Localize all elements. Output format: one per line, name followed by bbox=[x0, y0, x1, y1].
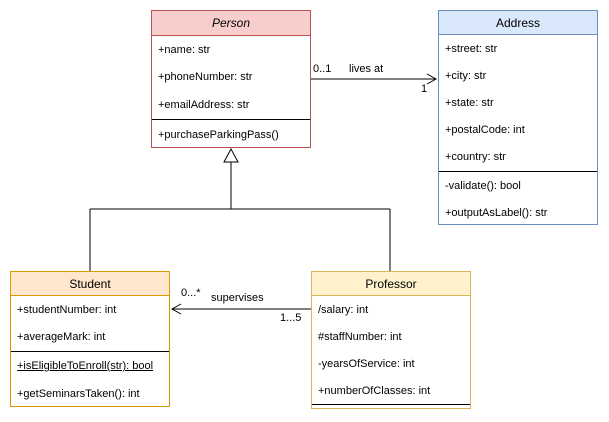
inheritance-triangle-icon bbox=[223, 147, 239, 163]
multiplicity-label: 0..1 bbox=[313, 63, 332, 75]
attribute: /salary: int bbox=[318, 303, 369, 316]
attribute: +name: str bbox=[158, 43, 211, 56]
class-box-person[interactable]: Person +name: str +phoneNumber: str +ema… bbox=[151, 10, 311, 148]
attribute: -yearsOfService: int bbox=[318, 357, 415, 370]
class-box-student[interactable]: Student +studentNumber: int +averageMark… bbox=[10, 271, 170, 407]
methods-section: +isEligibleToEnroll(str): bool +getSemin… bbox=[11, 351, 169, 408]
multiplicity-label: 1...5 bbox=[280, 312, 302, 324]
attribute: #staffNumber: int bbox=[318, 330, 402, 343]
lives-at-edge bbox=[311, 73, 438, 85]
method: +getSeminarsTaken(): int bbox=[17, 388, 140, 400]
attributes-section: /salary: int #staffNumber: int -yearsOfS… bbox=[312, 296, 470, 404]
method: +purchaseParkingPass() bbox=[158, 128, 279, 141]
open-arrowhead-icon bbox=[170, 303, 182, 315]
class-title-address: Address bbox=[439, 11, 597, 35]
class-box-address[interactable]: Address +street: str +city: str +state: … bbox=[438, 10, 598, 225]
method: +outputAsLabel(): str bbox=[445, 206, 548, 219]
supervises-edge bbox=[170, 303, 311, 315]
attribute: +state: str bbox=[445, 96, 494, 109]
attribute: +postalCode: int bbox=[445, 124, 525, 137]
attribute: +city: str bbox=[445, 69, 487, 82]
static-method: +isEligibleToEnroll(str): bool bbox=[17, 360, 154, 372]
attribute: +averageMark: int bbox=[17, 331, 106, 344]
class-title-professor: Professor bbox=[312, 272, 470, 296]
methods-section: -validate(): bool +outputAsLabel(): str bbox=[439, 171, 597, 226]
method: -validate(): bool bbox=[445, 179, 521, 192]
attribute: +emailAddress: str bbox=[158, 99, 250, 112]
generalization-edge bbox=[89, 147, 391, 271]
multiplicity-label: 0...* bbox=[181, 287, 201, 299]
association-label-supervises: supervises bbox=[211, 292, 264, 304]
attribute: +studentNumber: int bbox=[17, 303, 117, 316]
methods-section-empty bbox=[312, 404, 470, 409]
attribute: +numberOfClasses: int bbox=[318, 384, 431, 397]
open-arrowhead-icon bbox=[426, 73, 438, 85]
attributes-section: +street: str +city: str +state: str +pos… bbox=[439, 35, 597, 171]
multiplicity-label: 1 bbox=[421, 83, 428, 95]
attributes-section: +name: str +phoneNumber: str +emailAddre… bbox=[152, 36, 310, 119]
attribute: +phoneNumber: str bbox=[158, 71, 253, 84]
methods-section: +purchaseParkingPass() bbox=[152, 119, 310, 149]
association-label-lives-at: lives at bbox=[349, 63, 384, 75]
attribute: +country: str bbox=[445, 151, 506, 164]
class-title-person: Person bbox=[152, 11, 310, 36]
attributes-section: +studentNumber: int +averageMark: int bbox=[11, 296, 169, 351]
class-box-professor[interactable]: Professor /salary: int #staffNumber: int… bbox=[311, 271, 471, 409]
class-title-student: Student bbox=[11, 272, 169, 296]
attribute: +street: str bbox=[445, 42, 498, 55]
